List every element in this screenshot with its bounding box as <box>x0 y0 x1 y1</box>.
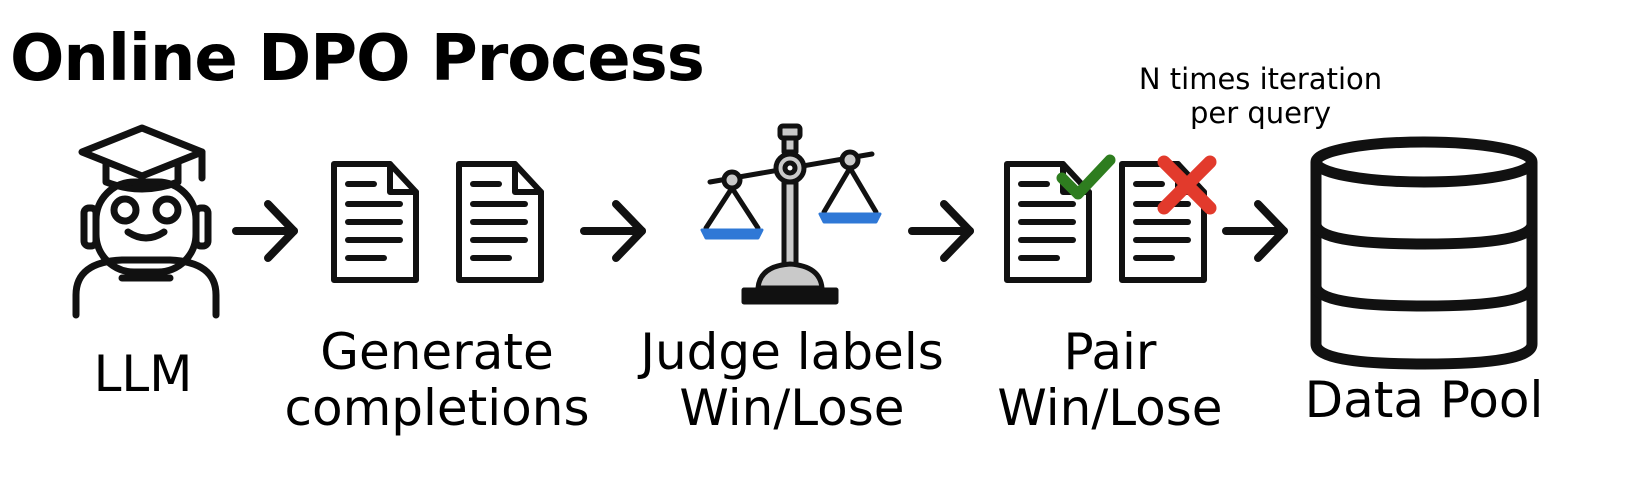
robot-graduate-icon <box>70 120 230 320</box>
step-label-judge: Judge labels Win/Lose <box>618 324 966 436</box>
step-label-data-pool: Data Pool <box>1304 371 1544 429</box>
database-icon <box>1308 136 1540 370</box>
iteration-note-line1: N times iteration <box>1138 62 1383 96</box>
arrow-right-icon <box>1222 198 1292 264</box>
page-title: Online DPO Process <box>10 22 705 96</box>
step-label-pair-line2: Win/Lose <box>997 379 1223 437</box>
arrow-right-icon <box>232 198 302 264</box>
step-label-pair-line1: Pair <box>1063 323 1157 381</box>
document-icon <box>455 160 545 284</box>
step-label-judge-line2: Win/Lose <box>679 379 905 437</box>
step-label-pair: Pair Win/Lose <box>975 324 1245 436</box>
step-label-judge-line1: Judge labels <box>640 323 944 381</box>
step-label-generate-line2: completions <box>284 379 590 437</box>
iteration-note: N times iteration per query <box>1118 62 1403 130</box>
arrow-right-icon <box>580 198 650 264</box>
arrow-right-icon <box>908 198 978 264</box>
step-label-llm: LLM <box>93 345 193 403</box>
balance-scale-icon <box>700 120 885 308</box>
step-label-generate: Generate completions <box>272 324 602 436</box>
cross-mark-icon <box>1154 152 1220 218</box>
check-mark-icon <box>1054 152 1118 206</box>
step-label-generate-line1: Generate <box>320 323 554 381</box>
document-icon <box>330 160 420 284</box>
iteration-note-line2: per query <box>1189 96 1332 130</box>
